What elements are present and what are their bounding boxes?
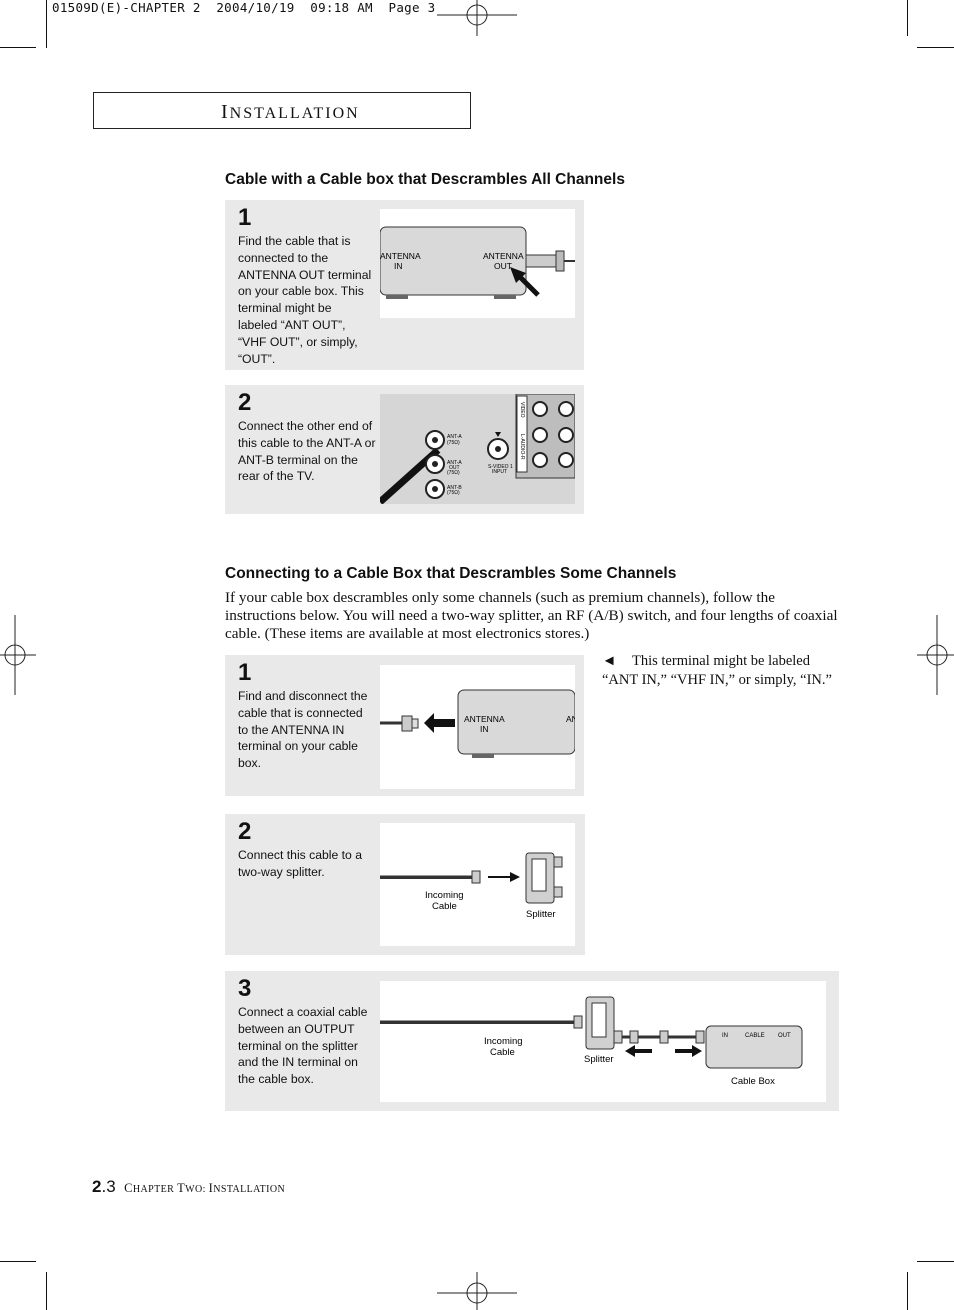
section-header-box	[93, 92, 471, 129]
step-card: 2 Connect this cable to a two-way splitt…	[225, 814, 585, 955]
step-text: Connect this cable to a two-way splitter…	[238, 848, 362, 879]
step-text: Find and disconnect the cable that is co…	[238, 689, 368, 771]
step-card: 1 Find and disconnect the cable that is …	[225, 655, 584, 796]
label-ant-a: ANT-A	[447, 434, 462, 440]
step-card: 3 Connect a coaxial cable between an OUT…	[225, 971, 839, 1111]
label-incoming: Incoming	[425, 890, 464, 901]
label-splitter: Splitter	[526, 909, 556, 920]
step-card: 2 Connect the other end of this cable to…	[225, 385, 584, 514]
pointer-arrow-icon: ◄	[602, 653, 617, 669]
illustration-splitter-to-cable-box: IN CABLE OUT Incoming Cable Splitter Cab…	[380, 981, 826, 1102]
heading-some-channels: Connecting to a Cable Box that Descrambl…	[225, 565, 677, 582]
page-number: 2.3	[92, 1177, 116, 1196]
side-note: ◄This terminal might be labeled “ANT IN,…	[602, 653, 832, 688]
tv-rear-panel-diagram: ANT-A (75Ω) ANT-A OUT (75Ω) ANT-B (75Ω) …	[377, 393, 576, 505]
step-text: Connect the other end of this cable to t…	[238, 419, 376, 484]
label-ant-out-3: (75Ω)	[447, 470, 460, 476]
label-antenna-in-2: IN	[394, 261, 403, 271]
label-ant-b: ANT-B	[447, 485, 462, 491]
section-title: INSTALLATION	[221, 101, 360, 123]
heading-all-channels: Cable with a Cable box that Descrambles …	[225, 171, 625, 188]
label-ant-b-2: (75Ω)	[447, 490, 460, 496]
step-number: 1	[238, 204, 252, 231]
illustration-splitter: Incoming Cable Splitter	[380, 823, 575, 946]
intro-paragraph: If your cable box descrambles only some …	[225, 589, 838, 643]
label-antenna-in: ANTENNA	[380, 251, 421, 261]
step-card: 1 Find the cable that is connected to th…	[225, 200, 584, 370]
label-antenna-out-2: OUT	[494, 261, 512, 271]
chapter-label: CHAPTER TWO: INSTALLATION	[124, 1181, 286, 1195]
illustration-tv-rear-panel: ANT-A (75Ω) ANT-A OUT (75Ω) ANT-B (75Ω) …	[377, 393, 576, 505]
label-ant-a-2: (75Ω)	[447, 440, 460, 446]
label-box-cable: CABLE	[745, 1033, 765, 1039]
label-svideo: S-VIDEO 1	[488, 464, 513, 470]
step-number: 3	[238, 975, 252, 1002]
label-ant-out: ANT-A	[447, 460, 462, 466]
label-incoming-2: Cable	[490, 1047, 515, 1058]
step-number: 1	[238, 659, 252, 686]
step-text: Connect a coaxial cable between an OUTPU…	[238, 1005, 368, 1087]
illustration-cable-box-out: ANTENNA IN ANTENNA OUT	[379, 209, 575, 318]
label-incoming-2: Cable	[432, 901, 457, 912]
print-header: 01509D(E)-CHAPTER 2 2004/10/19 09:18 AM …	[52, 0, 436, 15]
label-box-out: OUT	[778, 1033, 791, 1039]
cable-box-out-diagram: ANTENNA IN ANTENNA OUT	[379, 226, 575, 299]
label-antenna-in-2: IN	[480, 724, 489, 734]
label-splitter: Splitter	[584, 1054, 614, 1065]
step-text: Find the cable that is connected to the …	[238, 234, 372, 366]
splitter-diagram: Incoming Cable Splitter	[380, 852, 563, 920]
label-ant-out-2: OUT	[449, 465, 460, 471]
label-antenna-out: ANTENNA	[483, 251, 524, 261]
label-cable-box: Cable Box	[731, 1076, 775, 1087]
label-l-audio-r: L-AUDIO-R	[519, 434, 525, 460]
label-incoming: Incoming	[484, 1036, 523, 1047]
label-antenna-cut: AN	[566, 714, 575, 724]
step-number: 2	[238, 818, 252, 845]
label-antenna-in: ANTENNA	[464, 714, 505, 724]
label-svideo-2: INPUT	[492, 469, 507, 475]
page-footer: 2.3 CHAPTER TWO: INSTALLATION	[92, 1177, 285, 1197]
illustration-disconnect-cable: ANTENNA IN AN	[380, 665, 578, 789]
label-box-in: IN	[722, 1033, 728, 1039]
disconnect-cable-diagram: ANTENNA IN AN	[380, 689, 578, 758]
step-number: 2	[238, 389, 252, 416]
label-video: VIDEO	[519, 402, 525, 418]
splitter-to-cable-box-diagram: IN CABLE OUT Incoming Cable Splitter Cab…	[380, 996, 803, 1087]
